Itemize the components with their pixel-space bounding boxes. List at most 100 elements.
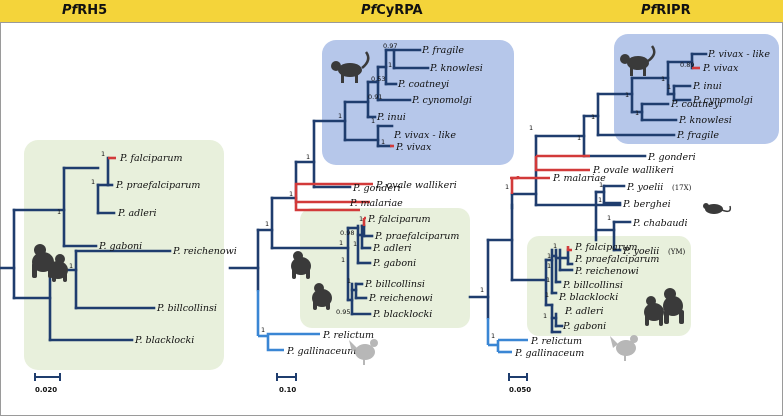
support-value: 1: [353, 240, 357, 248]
strain-tag: (17X): [672, 184, 692, 192]
support-value: 1: [505, 183, 509, 191]
support-value: 1: [607, 214, 611, 222]
taxon-label: P. relictum: [530, 336, 582, 347]
taxon-label: P. gaboni: [98, 241, 142, 252]
scale-label-ripr: 0.050: [509, 386, 531, 394]
support-value: 1: [338, 112, 342, 120]
title-pfripr: PfRIPR: [641, 3, 691, 18]
taxon-label: P. reichenowi: [368, 293, 433, 304]
support-value: 1: [306, 153, 310, 161]
support-value: 0.98: [340, 229, 354, 237]
support-value: 1: [553, 242, 557, 250]
taxon-label: P. fragile: [676, 130, 719, 141]
support-value: 1: [577, 134, 581, 142]
support-value: 1: [545, 291, 549, 299]
support-value: 1: [661, 75, 665, 83]
scale-bar-cyrpa: [276, 373, 297, 381]
taxon-label: P. adleri: [372, 243, 412, 254]
support-value: 1: [546, 276, 550, 284]
cyrpa-red-branches: [294, 144, 394, 226]
support-value: 1: [529, 124, 533, 132]
taxon-label: P. gallinaceum: [286, 346, 356, 357]
support-value: 0.53: [371, 75, 385, 83]
taxon-label: P. knowlesi: [678, 115, 732, 126]
ovale-branch: [294, 182, 373, 202]
title-pfrh5: PfRH5: [62, 3, 108, 18]
taxon-label: P. gallinaceum: [514, 348, 584, 359]
scale-bar-ripr: [508, 373, 528, 381]
bird-icon: [349, 339, 378, 365]
taxon-label: P. knowlesi: [429, 63, 483, 74]
malariae-branch: [510, 176, 550, 194]
primate-box-cyrpa: [322, 40, 514, 165]
taxon-label: P. blacklocki: [134, 335, 194, 346]
taxon-label: P. cynomolgi: [692, 95, 753, 106]
monkey-icon: [620, 45, 656, 76]
taxon-label: P. falciparum: [574, 242, 638, 253]
taxon-label: P. inui: [692, 81, 722, 92]
taxon-label: P. gonderi: [352, 183, 401, 194]
support-value: 1: [57, 208, 61, 216]
taxon-label: P. billcollinsi: [156, 303, 217, 314]
taxon-label: P. ovale wallikeri: [592, 165, 674, 176]
taxon-label: P. vivax: [702, 63, 739, 74]
scale-bar-rh5: [34, 373, 61, 381]
rh5-branches: [0, 156, 172, 342]
taxon-label: P. reichenowi: [172, 246, 237, 257]
ripr-avian-branches: [486, 318, 528, 354]
support-value: 1: [480, 286, 484, 294]
support-value: 1: [371, 117, 375, 125]
taxon-label: P. cynomolgi: [411, 95, 472, 106]
taxon-label: P. inui: [376, 112, 406, 123]
great-ape-box-rh5: [24, 140, 224, 370]
taxon-label: P. blacklocki: [372, 309, 432, 320]
taxon-label: P. adleri: [564, 306, 604, 317]
support-value: 0.91: [368, 93, 382, 101]
taxon-label: P. billcollinsi: [364, 279, 425, 290]
taxon-label: P. gonderi: [647, 152, 696, 163]
gorilla-icon: [644, 288, 684, 326]
scale-label-rh5: 0.020: [35, 386, 57, 394]
taxon-label: P. berghei: [622, 199, 671, 210]
taxon-label: P. vivax - like: [393, 130, 456, 141]
ripr-branches: [468, 52, 708, 334]
support-value: 1: [359, 215, 363, 223]
primate-box-ripr: [614, 34, 779, 144]
support-value: 0.97: [383, 42, 397, 50]
taxon-label: P. blacklocki: [558, 292, 618, 303]
taxon-label: P. yoelii: [626, 182, 663, 193]
support-value: 1: [69, 262, 73, 270]
scale-label-cyrpa: 0.10: [279, 386, 296, 394]
taxon-label: P. vivax: [395, 142, 432, 153]
taxon-label: P. billcollinsi: [562, 280, 623, 291]
taxon-label: P. falciparum: [367, 214, 431, 225]
cyrpa-avian-branches: [256, 290, 320, 352]
taxon-label: P. coatneyi: [670, 99, 722, 110]
support-value: 1: [265, 220, 269, 228]
gorilla-icon: [32, 244, 68, 282]
support-value: 1: [491, 332, 495, 340]
taxon-label: P. vivax - like: [707, 49, 770, 60]
taxon-label: P. malariae: [349, 198, 403, 209]
title-pfcyrpa: PfCyRPA: [361, 3, 423, 18]
taxon-label: P. gaboni: [372, 258, 416, 269]
support-value: 1: [101, 150, 105, 158]
support-value: 1: [388, 61, 392, 69]
support-value: 1: [289, 190, 293, 198]
support-value: 1: [339, 239, 343, 247]
support-value: 1: [591, 113, 595, 121]
support-value: 1: [635, 109, 639, 117]
gorilla-icon: [291, 251, 332, 310]
support-value: 1: [667, 83, 671, 91]
taxon-label: P. reichenowi: [574, 266, 639, 277]
monkey-icon: [331, 51, 370, 83]
support-value: 1: [547, 252, 551, 260]
taxon-label: P. ovale wallikeri: [375, 180, 457, 191]
taxon-label: P. coatneyi: [397, 79, 449, 90]
taxon-label: P. relictum: [322, 330, 374, 341]
taxon-label: P. praefalciparum: [374, 231, 459, 242]
support-value: 1: [341, 256, 345, 264]
taxon-label: P. praefalciparum: [574, 254, 659, 265]
mouse-icon: [703, 203, 732, 214]
support-value: 1: [625, 91, 629, 99]
